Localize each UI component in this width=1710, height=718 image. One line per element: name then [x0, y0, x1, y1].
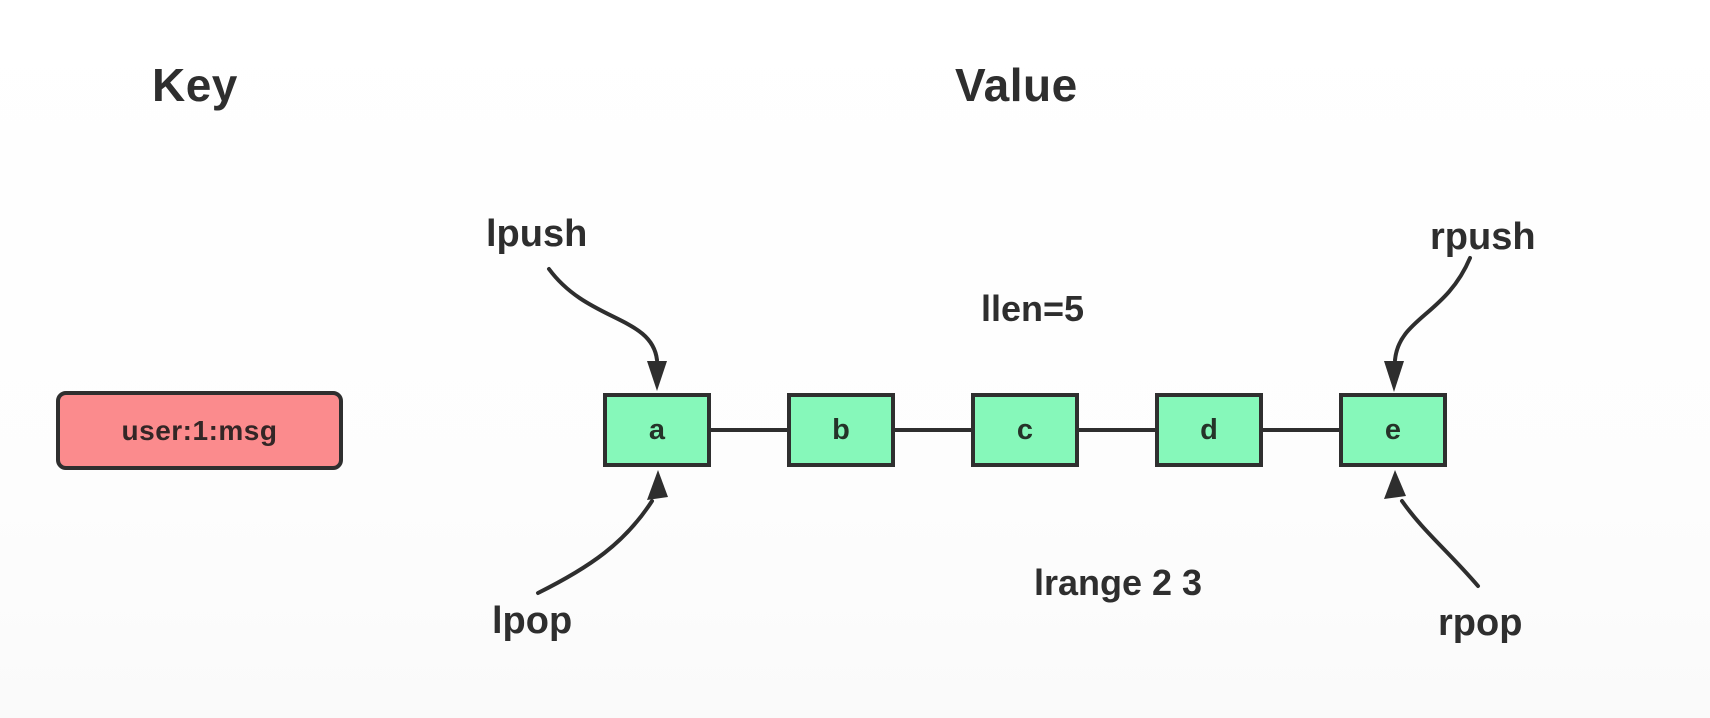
- list-node-label: e: [1384, 413, 1402, 446]
- key-node-label: user:1:msg: [121, 414, 278, 446]
- rpush-arrowhead-icon: [1384, 361, 1404, 392]
- key-node: user:1:msg: [56, 391, 343, 470]
- list-node-d: d: [1155, 393, 1263, 467]
- lpush-arrowhead-icon: [647, 361, 667, 391]
- rpop-label: rpop: [1438, 602, 1523, 644]
- list-node-e: e: [1339, 393, 1447, 467]
- lpush-arrow: [547, 267, 659, 362]
- lpop-label: lpop: [492, 600, 573, 642]
- list-node-label: b: [832, 413, 850, 446]
- key-column-header: Key: [152, 59, 238, 111]
- value-column-header: Value: [955, 59, 1078, 111]
- lrange-annotation: lrange 2 3: [1034, 562, 1203, 603]
- rpop-arrow: [1400, 499, 1480, 588]
- list-node-c: c: [971, 393, 1079, 467]
- lpush-label: lpush: [486, 213, 588, 255]
- list-node-label: a: [648, 413, 666, 446]
- rpush-arrow: [1393, 256, 1472, 362]
- list-node-b: b: [787, 393, 895, 467]
- list-node-label: d: [1200, 413, 1218, 446]
- lpop-arrow: [536, 499, 654, 595]
- list-node-label: c: [1016, 413, 1034, 446]
- list-node-a: a: [603, 393, 711, 467]
- rpop-arrowhead-icon: [1384, 470, 1406, 499]
- llen-annotation: llen=5: [981, 288, 1085, 329]
- rpush-label: rpush: [1430, 216, 1536, 258]
- lpop-arrowhead-icon: [647, 470, 668, 500]
- list-row: a b c d e: [603, 393, 1447, 467]
